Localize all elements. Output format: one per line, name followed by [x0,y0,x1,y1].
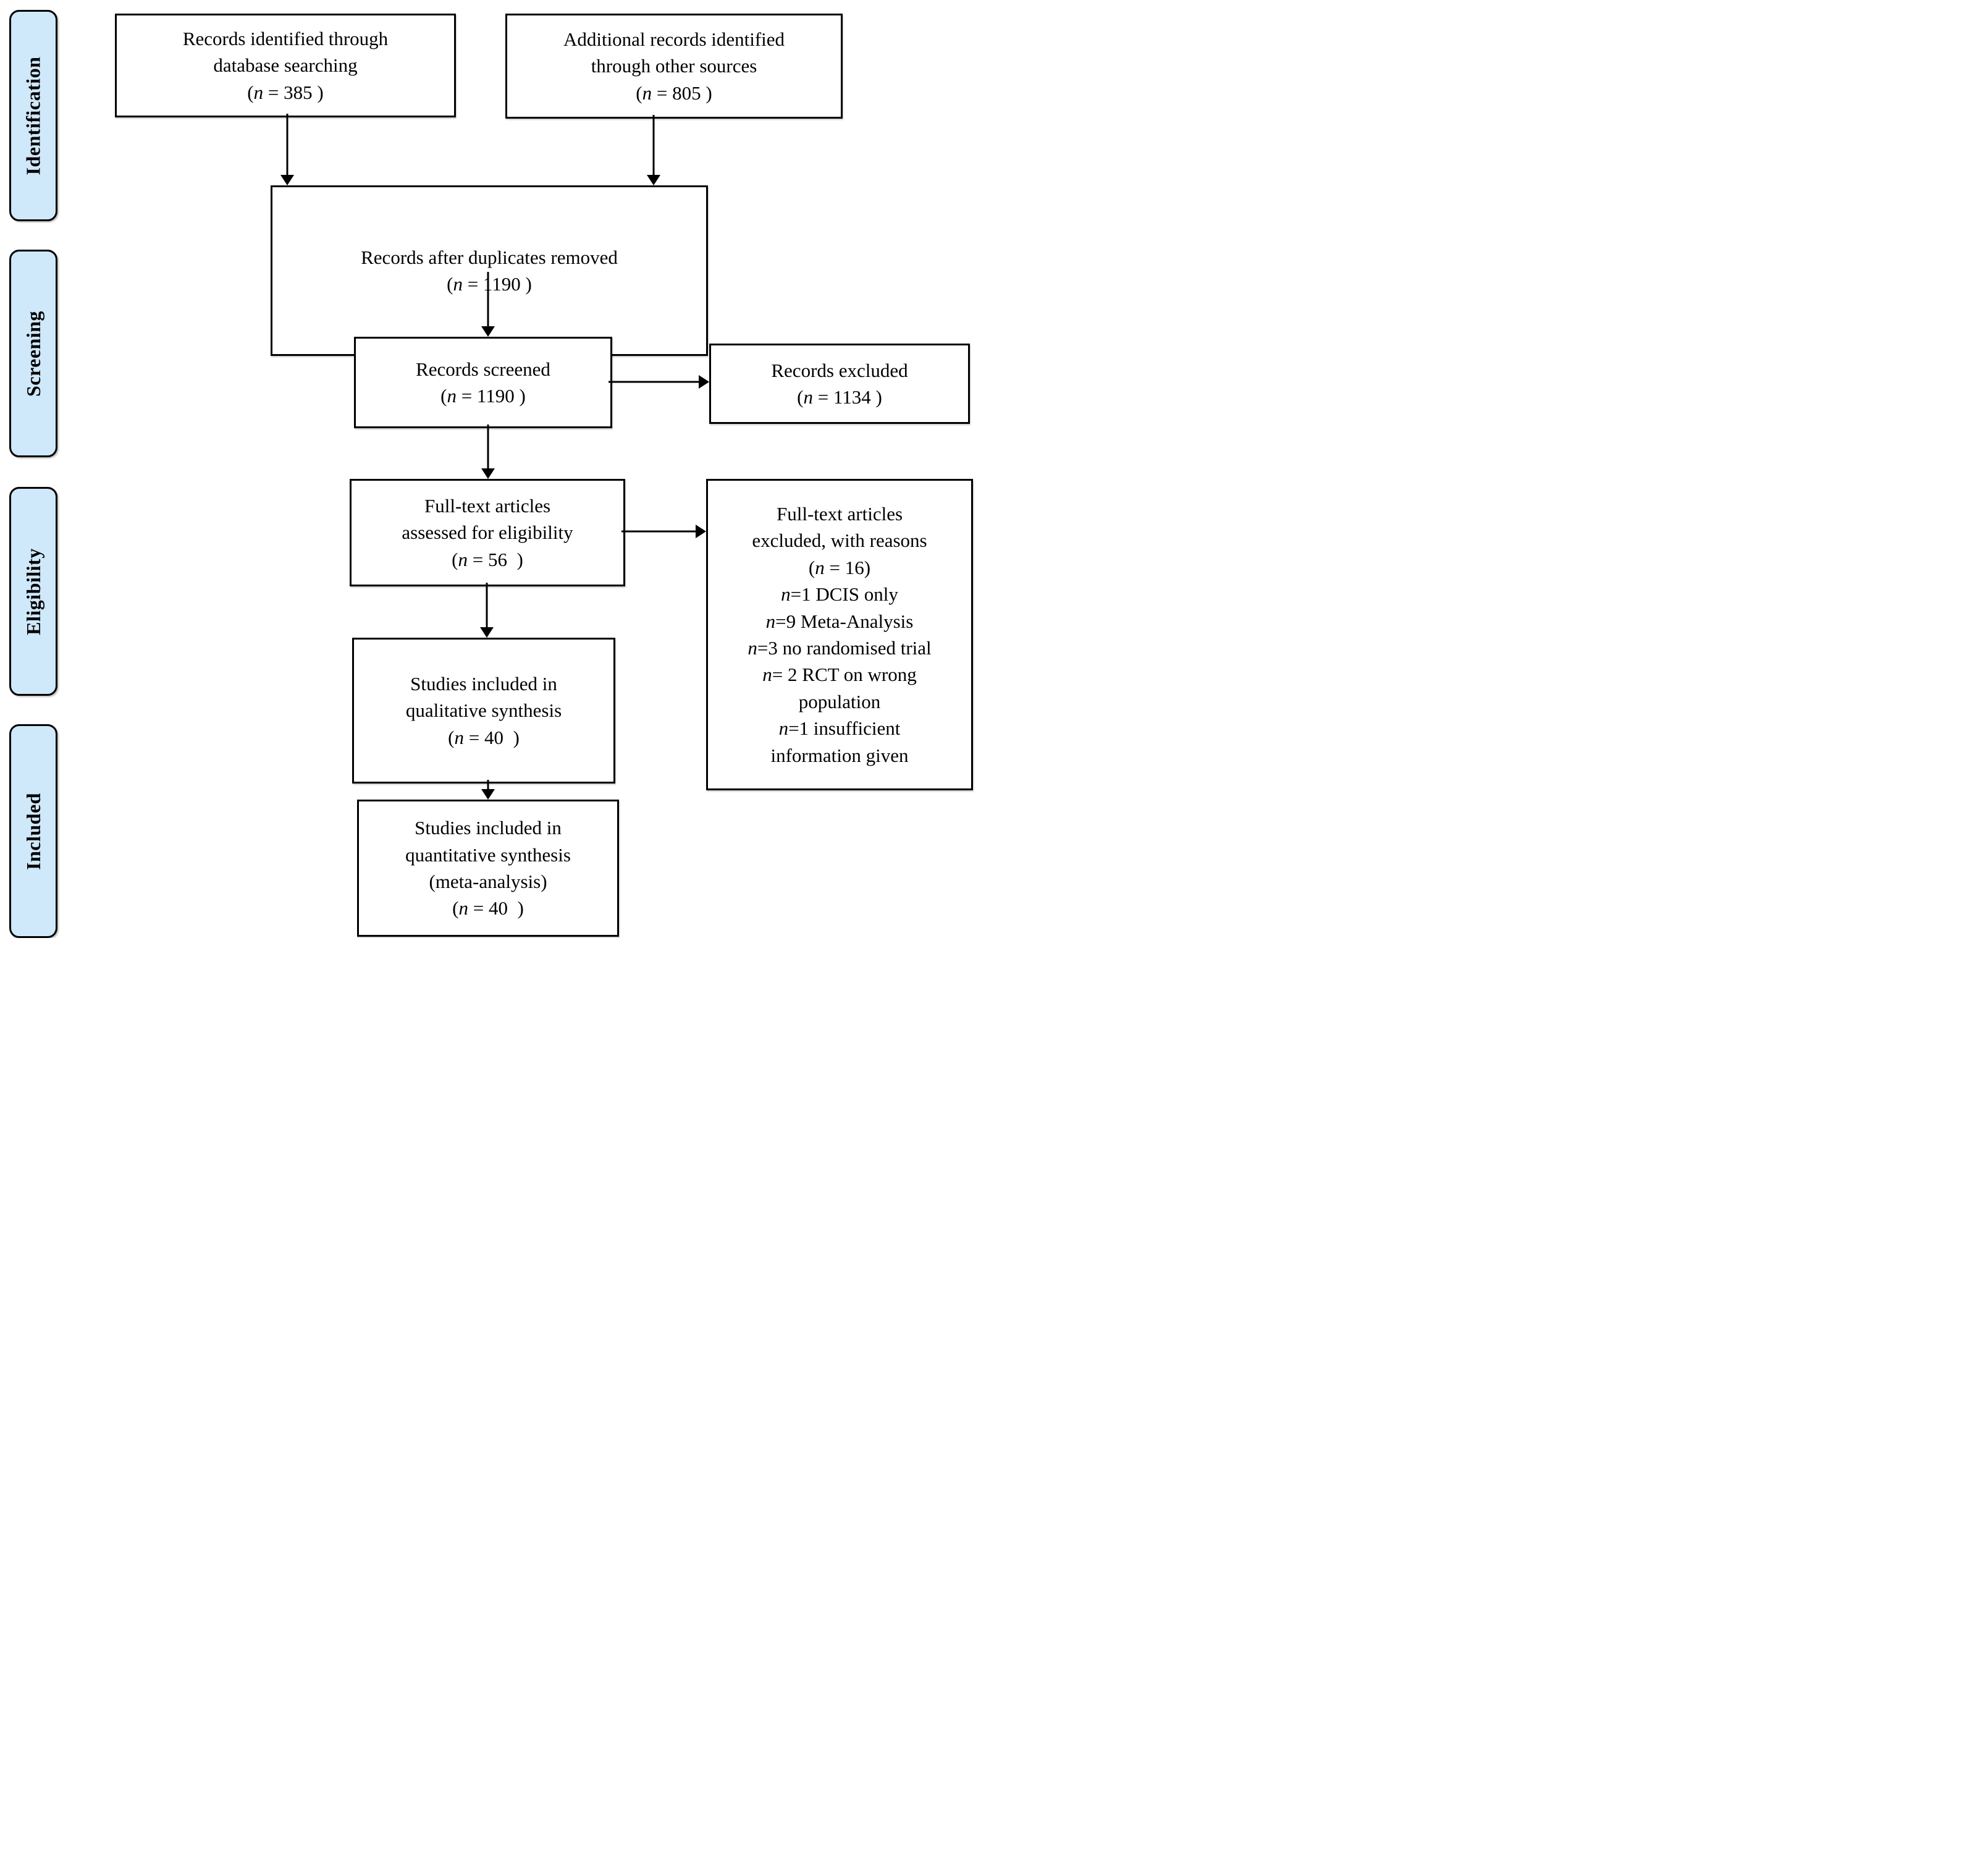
box-quantitative-synthesis-line: quantitative synthesis [405,843,571,866]
stage-eligibility-label: Eligibility [22,547,44,635]
arrow-shaft [621,530,697,533]
arrow-shaft [286,114,289,176]
prisma-flow-diagram: Identification Screening Eligibility Inc… [0,0,984,938]
box-duplicates-removed-line: Records after duplicates removed [361,246,618,268]
box-qualitative-synthesis-line: qualitative synthesis [405,699,562,722]
arrow-shaft [487,425,489,470]
box-records-identified-line: Records identified through [182,27,389,49]
box-fulltext-excluded-reason: n=3 no randomised trial [748,637,932,659]
box-qualitative-synthesis-count: (n = 40 ) [448,726,520,748]
arrowhead-down-icon [481,468,495,479]
stage-eligibility: Eligibility [9,487,57,696]
arrow-identified-to-dedup [280,114,295,185]
box-fulltext-assessed-count: (n = 56 ) [452,548,523,570]
arrow-shaft [609,381,700,383]
box-quantitative-synthesis-count: (n = 40 ) [452,897,524,919]
box-records-excluded-line: Records excluded [771,359,908,381]
box-records-excluded-count: (n = 1134 ) [797,386,882,408]
stage-identification: Identification [9,10,57,221]
box-fulltext-excluded-reason: n=9 Meta-Analysis [765,610,914,632]
box-fulltext-excluded-reason: n=1 DCIS only [781,583,898,606]
box-records-screened: Records screened (n = 1190 ) [354,337,612,428]
arrowhead-down-icon [480,627,494,638]
box-fulltext-assessed-line: assessed for eligibility [402,522,573,544]
arrow-fulltext-to-qualitative [479,583,494,638]
arrowhead-down-icon [481,789,495,800]
box-additional-records-line: through other sources [591,55,757,77]
box-records-screened-count: (n = 1190 ) [440,385,526,407]
box-duplicates-removed-count: (n = 1190 ) [447,273,532,295]
box-fulltext-assessed: Full-text articles assessed for eligibil… [350,479,625,586]
arrow-shaft [652,115,655,176]
box-records-identified-count: (n = 385 ) [247,81,324,103]
box-fulltext-excluded: Full-text articles excluded, with reason… [706,479,973,790]
stage-included: Included [9,724,57,938]
box-additional-records-count: (n = 805 ) [636,82,712,104]
arrow-additional-to-dedup [646,115,661,185]
arrow-shaft [487,780,489,790]
arrow-screened-to-excluded [609,374,709,389]
box-fulltext-excluded-line: excluded, with reasons [752,530,927,552]
arrow-qualitative-to-quantitative [481,780,495,800]
arrowhead-down-icon [481,326,495,337]
box-additional-records: Additional records identified through ot… [505,14,843,119]
box-records-identified-line: database searching [213,54,358,77]
stage-identification-label: Identification [22,56,44,175]
stage-screening-label: Screening [22,310,44,397]
box-fulltext-excluded-count: (n = 16) [808,556,871,578]
box-fulltext-excluded-line: Full-text articles [776,503,903,525]
box-records-excluded: Records excluded (n = 1134 ) [709,344,970,424]
box-fulltext-excluded-reason: population [798,690,881,712]
box-records-screened-line: Records screened [416,358,550,380]
stage-included-label: Included [22,792,44,870]
box-quantitative-synthesis: Studies included in quantitative synthes… [357,800,619,937]
box-quantitative-synthesis-line: Studies included in [415,817,562,839]
arrow-dedup-down [481,272,495,337]
arrowhead-right-icon [696,525,706,538]
arrow-screened-to-fulltext [481,425,495,479]
stage-screening: Screening [9,250,57,457]
box-additional-records-line: Additional records identified [563,28,785,50]
box-qualitative-synthesis: Studies included in qualitative synthesi… [352,638,615,784]
arrowhead-down-icon [280,175,294,185]
box-qualitative-synthesis-line: Studies included in [410,672,557,695]
arrow-shaft [486,583,488,628]
arrowhead-right-icon [699,375,709,389]
arrow-fulltext-to-excluded [621,524,706,539]
box-fulltext-excluded-reason: information given [770,744,909,766]
box-fulltext-excluded-reason: n=1 insufficient [778,717,901,740]
arrowhead-down-icon [647,175,660,185]
arrow-shaft [487,272,489,327]
box-fulltext-assessed-line: Full-text articles [424,494,551,517]
box-quantitative-synthesis-line: (meta-analysis) [429,871,547,892]
box-fulltext-excluded-reason: n= 2 RCT on wrong [762,664,917,686]
box-records-identified: Records identified through database sear… [115,14,456,117]
